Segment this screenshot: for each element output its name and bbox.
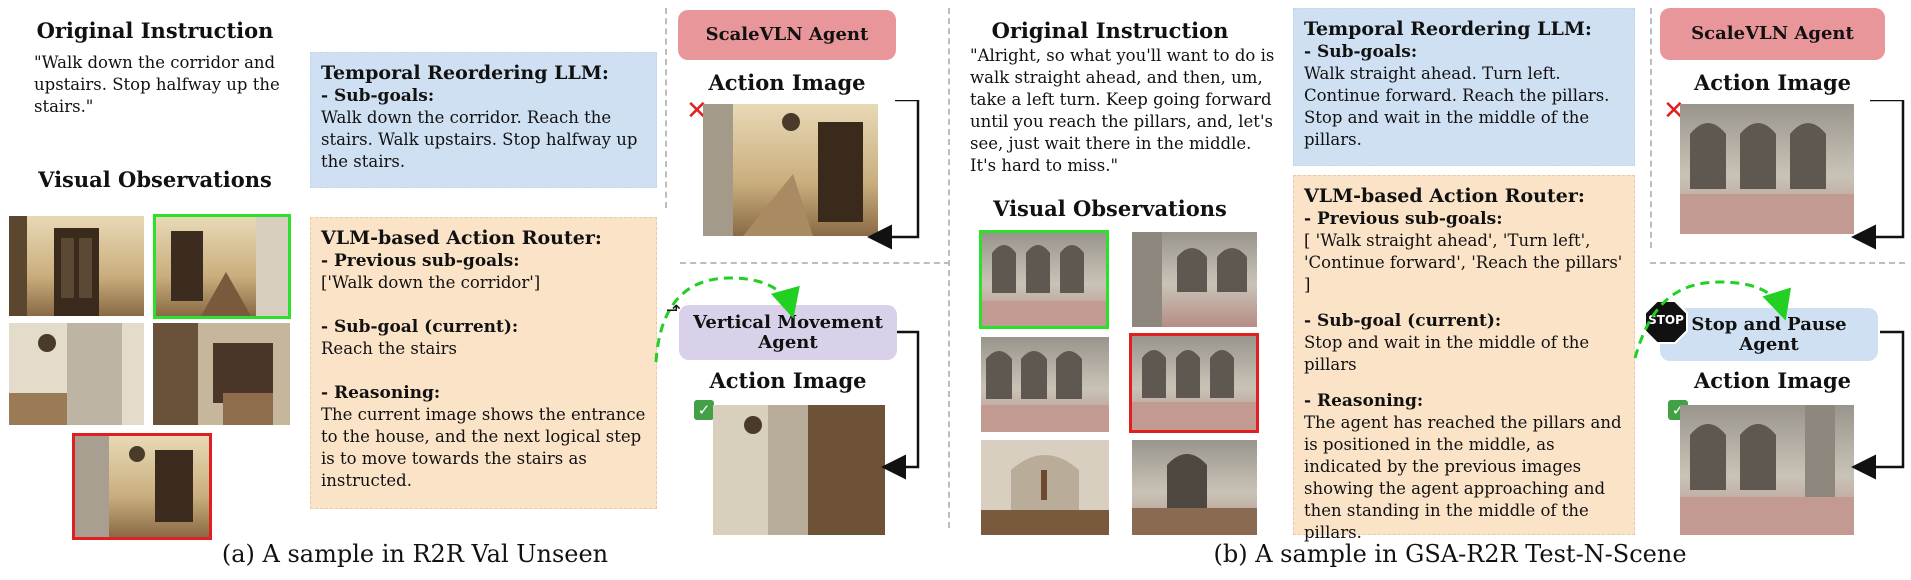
right-action-image-label-top: Action Image bbox=[1693, 70, 1852, 95]
stairs-icon: ⬏ bbox=[666, 300, 682, 321]
left-observation-image-5-highlight bbox=[72, 433, 212, 540]
right-separator-horizontal bbox=[1650, 262, 1905, 264]
right-router-reason-label: - Reasoning: bbox=[1304, 391, 1424, 411]
right-router-reason-text: The agent has reached the pillars and is… bbox=[1304, 413, 1622, 542]
right-observation-image-4-highlight bbox=[1129, 333, 1259, 433]
left-action-image-top bbox=[703, 104, 878, 236]
check-icon: ✓ bbox=[694, 400, 714, 420]
left-caption: (a) A sample in R2R Val Unseen bbox=[221, 540, 609, 568]
left-flow-arrows bbox=[654, 100, 920, 480]
right-router-current-label: - Sub-goal (current): bbox=[1304, 311, 1502, 331]
left-observation-image-2-highlight bbox=[153, 214, 291, 319]
left-separator-vertical bbox=[665, 8, 667, 208]
left-router-prev-text: ['Walk down the corridor'] bbox=[321, 273, 541, 292]
left-router-current-text: Reach the stairs bbox=[321, 339, 457, 358]
right-flow-arrows bbox=[1633, 100, 1905, 480]
left-visual-heading: Visual Observations bbox=[38, 167, 272, 192]
left-action-image-label-top: Action Image bbox=[708, 70, 866, 95]
left-llm-title: Temporal Reordering LLM: bbox=[321, 62, 609, 84]
left-observation-image-1 bbox=[9, 216, 144, 316]
right-observation-image-6 bbox=[1132, 440, 1257, 535]
cross-icon-right: ✕ bbox=[1663, 96, 1685, 126]
left-llm-subgoals-text: Walk down the corridor. Reach the stairs… bbox=[321, 108, 638, 171]
left-action-image-label-bottom: Action Image bbox=[709, 368, 867, 393]
right-scalevln-agent: ScaleVLN Agent bbox=[1660, 8, 1885, 60]
right-router-prev-text: [ 'Walk straight ahead', 'Turn left', 'C… bbox=[1304, 231, 1623, 294]
right-observation-image-5 bbox=[981, 440, 1109, 535]
right-action-image-bottom bbox=[1680, 405, 1854, 535]
right-router-title: VLM-based Action Router: bbox=[1304, 185, 1585, 207]
left-temporal-llm-box: Temporal Reordering LLM: - Sub-goals: Wa… bbox=[310, 52, 657, 188]
right-router-current-text: Stop and wait in the middle of the pilla… bbox=[1304, 333, 1590, 374]
right-observation-image-2 bbox=[1132, 232, 1257, 327]
right-visual-heading: Visual Observations bbox=[993, 196, 1227, 221]
right-action-image-label-bottom: Action Image bbox=[1693, 368, 1852, 393]
right-caption: (b) A sample in GSA-R2R Test-N-Scene bbox=[1213, 540, 1687, 568]
stop-sign-label: STOP bbox=[1648, 313, 1684, 327]
right-observation-image-3 bbox=[981, 337, 1109, 432]
left-observation-image-3 bbox=[9, 323, 144, 425]
left-router-title: VLM-based Action Router: bbox=[321, 227, 602, 249]
right-action-image-top bbox=[1680, 104, 1854, 234]
left-instruction-heading: Original Instruction bbox=[36, 18, 274, 43]
right-llm-subgoals-text: Walk straight ahead. Turn left. Continue… bbox=[1304, 64, 1610, 149]
right-llm-subgoals-label: - Sub-goals: bbox=[1304, 42, 1418, 62]
left-router-current-label: - Sub-goal (current): bbox=[321, 317, 519, 337]
left-action-router-box: VLM-based Action Router: - Previous sub-… bbox=[310, 217, 657, 509]
right-instruction-heading: Original Instruction bbox=[991, 18, 1229, 43]
left-router-reason-text: The current image shows the entrance to … bbox=[321, 405, 646, 490]
center-separator bbox=[948, 8, 950, 528]
right-separator-vertical bbox=[1650, 8, 1652, 248]
right-instruction-text: "Alright, so what you'll want to do is w… bbox=[970, 46, 1275, 175]
left-observation-image-4 bbox=[153, 323, 290, 425]
left-scalevln-agent: ScaleVLN Agent bbox=[678, 10, 896, 60]
right-observation-image-1-highlight bbox=[979, 230, 1109, 329]
left-separator-horizontal bbox=[680, 262, 950, 264]
left-llm-subgoals-label: - Sub-goals: bbox=[321, 86, 435, 106]
left-action-image-bottom bbox=[713, 405, 885, 535]
cross-icon: ✕ bbox=[686, 96, 708, 126]
left-router-prev-label: - Previous sub-goals: bbox=[321, 251, 520, 271]
right-action-router-box: VLM-based Action Router: - Previous sub-… bbox=[1293, 175, 1635, 542]
right-llm-title: Temporal Reordering LLM: bbox=[1304, 18, 1592, 40]
right-temporal-llm-box: Temporal Reordering LLM: - Sub-goals: Wa… bbox=[1293, 8, 1635, 166]
left-instruction-text: "Walk down the corridor and upstairs. St… bbox=[34, 53, 280, 116]
right-router-prev-label: - Previous sub-goals: bbox=[1304, 209, 1503, 229]
left-router-reason-label: - Reasoning: bbox=[321, 383, 441, 403]
